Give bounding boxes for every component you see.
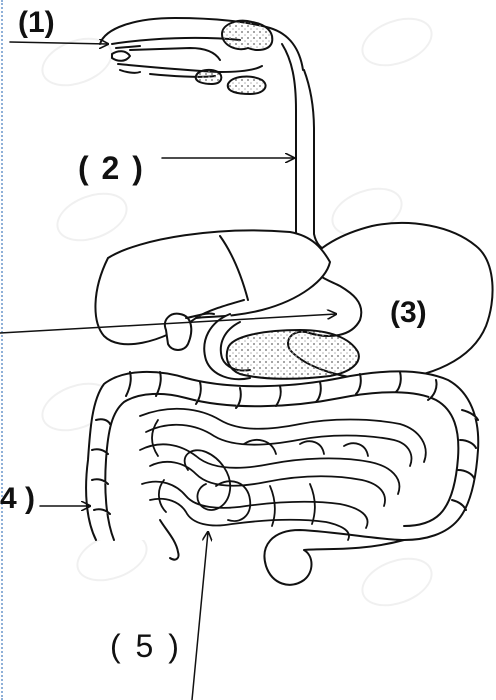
label-4: 4 ) xyxy=(0,484,35,514)
label-5: ( 5 ) xyxy=(110,630,182,662)
mouth-icon xyxy=(100,18,303,77)
label-3: (3) xyxy=(390,298,427,328)
leader-arrow-5 xyxy=(192,532,208,700)
large-intestine-icon xyxy=(86,372,478,560)
pancreas-icon xyxy=(204,314,359,379)
leader-arrow-1 xyxy=(10,42,108,44)
label-2: ( 2 ) xyxy=(78,152,145,184)
label-1: (1) xyxy=(18,8,55,38)
rectum-icon xyxy=(264,530,404,585)
